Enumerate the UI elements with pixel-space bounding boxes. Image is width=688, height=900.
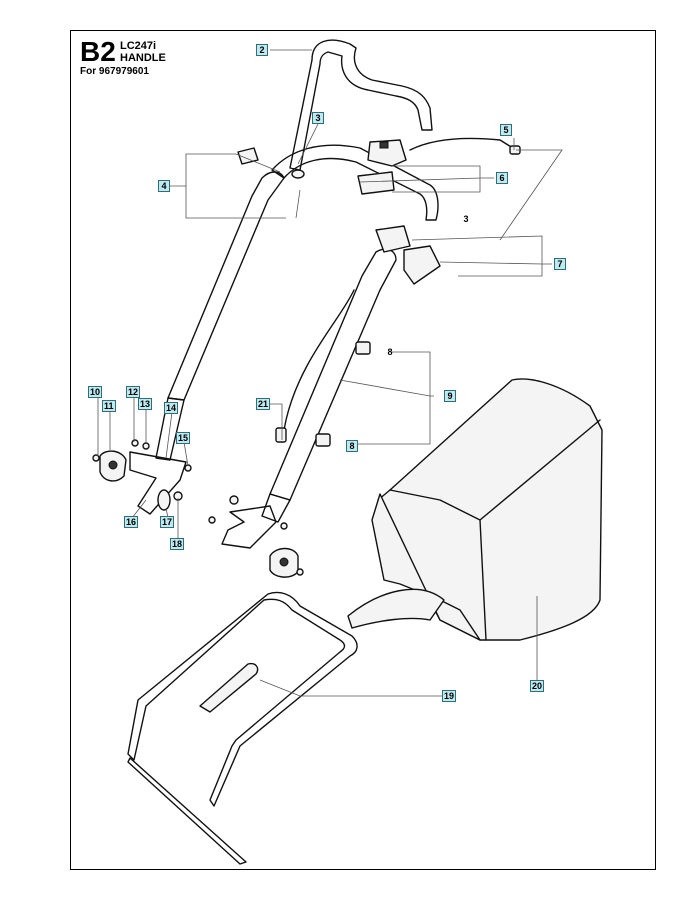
callout-2: 2 (256, 44, 268, 56)
callout-19: 19 (442, 690, 457, 702)
cable-part (275, 289, 355, 443)
callout-6: 6 (496, 172, 508, 184)
handle-lock-part (375, 225, 441, 285)
callout-16: 16 (124, 516, 139, 528)
callout-21: 21 (256, 398, 271, 410)
callout-11: 11 (102, 400, 116, 412)
grass-bag-part (347, 378, 603, 641)
callout-17: 17 (160, 516, 175, 528)
right-lower-handle-part (261, 248, 397, 523)
callout-8-lower: 8 (346, 440, 358, 452)
leader-lines (97, 49, 563, 697)
callout-3-upper: 3 (312, 112, 324, 124)
upper-handle-part (289, 39, 433, 171)
callout-8-upper: 8 (387, 347, 393, 357)
callout-14: 14 (164, 402, 179, 414)
switch-cable-part (409, 137, 521, 155)
left-height-adjuster-part (92, 439, 192, 515)
callout-7: 7 (554, 258, 566, 270)
clamp-part (237, 147, 305, 179)
grass-bag-frame-part (127, 591, 358, 865)
section-code: B2 (80, 36, 116, 67)
callout-9: 9 (444, 390, 456, 402)
callout-18: 18 (170, 538, 185, 550)
callout-5: 5 (500, 124, 512, 136)
drawing-frame (70, 30, 656, 870)
callout-10: 10 (88, 386, 103, 398)
callout-20: 20 (530, 680, 545, 692)
serial-number-line: For 967979601 (80, 66, 149, 77)
callout-13: 13 (138, 398, 153, 410)
upper-crossbar-part (271, 144, 439, 221)
right-height-adjuster-part (208, 495, 304, 578)
control-box-part (357, 139, 407, 195)
callout-4: 4 (158, 180, 170, 192)
callout-15: 15 (176, 432, 191, 444)
left-lower-handle-part (155, 171, 285, 461)
callout-3-lower: 3 (463, 214, 469, 224)
cable-clip-part (315, 341, 371, 447)
model-name: LC247i (120, 40, 157, 52)
section-title: HANDLE (120, 52, 166, 64)
callout-12: 12 (126, 386, 141, 398)
